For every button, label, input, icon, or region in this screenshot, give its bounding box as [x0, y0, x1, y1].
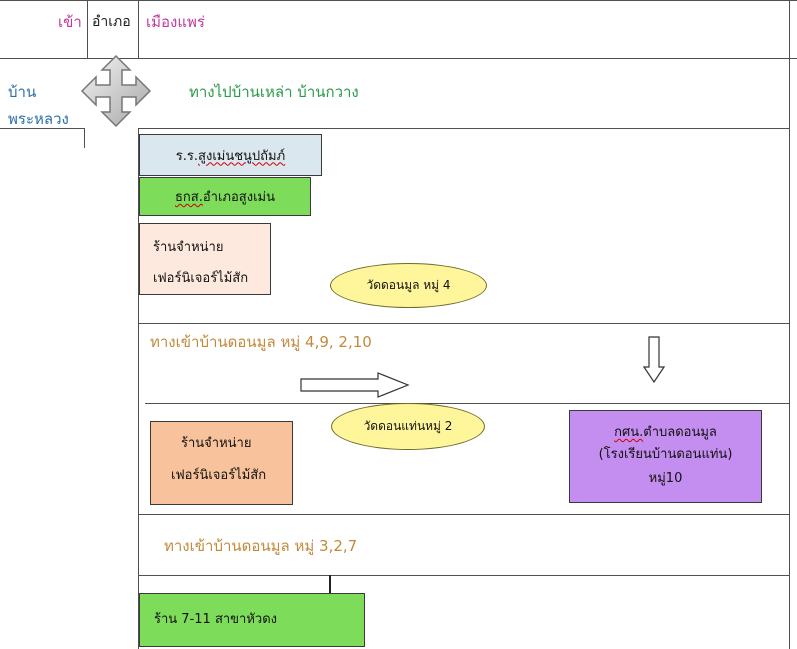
top-border-line	[0, 0, 797, 1]
header-district-label: อำเภอ	[92, 14, 131, 30]
furniture-shop-2-line-2: เฟอร์นิเจอร์ไม้สัก	[171, 468, 267, 483]
furniture-shop-1-line-2: เฟอร์นิเจอร์ไม้สัก	[153, 271, 249, 286]
temple-1-ellipse: วัดดอนมูล หมู่ 4	[330, 263, 487, 308]
store-connector-line	[329, 575, 331, 595]
road-2-label: ทางเข้าบ้านดอนมูล หมู่ 3,2,7	[164, 537, 358, 555]
left-road-line	[0, 128, 84, 129]
left-village-label-2: พระหลวง	[8, 110, 69, 128]
down-arrow-icon	[643, 336, 665, 384]
furniture-shop-2-line-1: ร้านจำหน่าย	[181, 436, 252, 451]
road-1-top-line	[138, 323, 789, 324]
education-center-line-2: (โรงเรียนบ้านดอนแท่น)	[598, 447, 733, 462]
direction-label: ทางไปบ้านเหล่า บ้านกวาง	[189, 83, 359, 101]
road-1-label: ทางเข้าบ้านดอนมูล หมู่ 4,9, 2,10	[150, 333, 372, 351]
four-way-arrow-icon	[80, 54, 152, 128]
school-name: สูงเม่นชนูปถัมภ์	[198, 148, 286, 164]
school-box: ร.ร.สูงเม่นชนูปถัมภ์	[139, 134, 322, 176]
header-divider-left	[87, 0, 88, 58]
right-arrow-icon	[300, 372, 410, 398]
main-road-left-line	[138, 128, 139, 649]
header-district-name: เมืองแพร่	[146, 13, 205, 31]
road-1-bottom-line	[145, 403, 789, 404]
road-2-top-line	[138, 514, 789, 515]
header-bottom-line	[0, 58, 797, 59]
header-enter-label: เข้า	[58, 13, 82, 31]
school-prefix: ร.ร.	[175, 148, 199, 164]
education-center-name: กศน.	[614, 425, 644, 440]
furniture-shop-1-box: ร้านจำหน่าย เฟอร์นิเจอร์ไม้สัก	[139, 223, 271, 295]
left-road-vertical	[84, 128, 85, 148]
education-center-box: กศน.ตำบลดอนมูล (โรงเรียนบ้านดอนแท่น) หมู…	[569, 410, 762, 503]
education-center-line-1: กศน.ตำบลดอนมูล	[570, 421, 761, 442]
bank-box: ธกส.อำเภอสูงเม่น	[139, 177, 311, 216]
right-border-line	[789, 0, 790, 649]
header-divider-right	[138, 0, 139, 58]
road-top-line	[138, 128, 789, 129]
education-center-subdistrict: ตำบลดอนมูล	[643, 425, 717, 440]
store-7-11-label: ร้าน 7-11 สาขาหัวดง	[154, 612, 278, 627]
bank-name: ธกส.	[175, 190, 203, 205]
left-village-label-1: บ้าน	[8, 83, 37, 101]
furniture-shop-2-box: ร้านจำหน่าย เฟอร์นิเจอร์ไม้สัก	[150, 421, 293, 505]
education-center-line-3: หมู่10	[648, 471, 683, 486]
store-7-11-box: ร้าน 7-11 สาขาหัวดง	[139, 593, 365, 647]
bank-suffix: อำเภอสูงเม่น	[202, 190, 275, 205]
temple-2-ellipse: วัดดอนแท่นหมู่ 2	[331, 403, 485, 450]
road-2-bottom-line	[138, 575, 789, 576]
furniture-shop-1-line-1: ร้านจำหน่าย	[153, 240, 224, 255]
